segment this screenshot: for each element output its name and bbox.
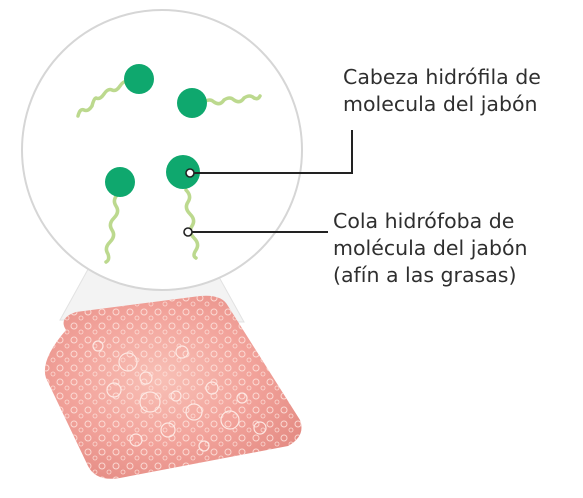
hydrophilic-head: [124, 64, 154, 94]
head-label-line-1: Cabeza hidrófila de: [343, 64, 541, 91]
hydrophobic-tail-label: Cola hidrófoba de molécula del jabón (af…: [333, 208, 528, 289]
head-label-line-2: molecula del jabón: [343, 91, 541, 118]
tail-label-line-2: molécula del jabón: [333, 235, 528, 262]
hydrophilic-head: [105, 167, 135, 197]
tail-label-line-3: (afín a las grasas): [333, 262, 528, 289]
hydrophilic-head-label: Cabeza hidrófila de molecula del jabón: [343, 64, 541, 118]
hydrophilic-head: [177, 88, 207, 118]
tail-label-line-1: Cola hidrófoba de: [333, 208, 528, 235]
soap-bar: [45, 296, 302, 479]
magnifier-circle: [22, 10, 302, 290]
